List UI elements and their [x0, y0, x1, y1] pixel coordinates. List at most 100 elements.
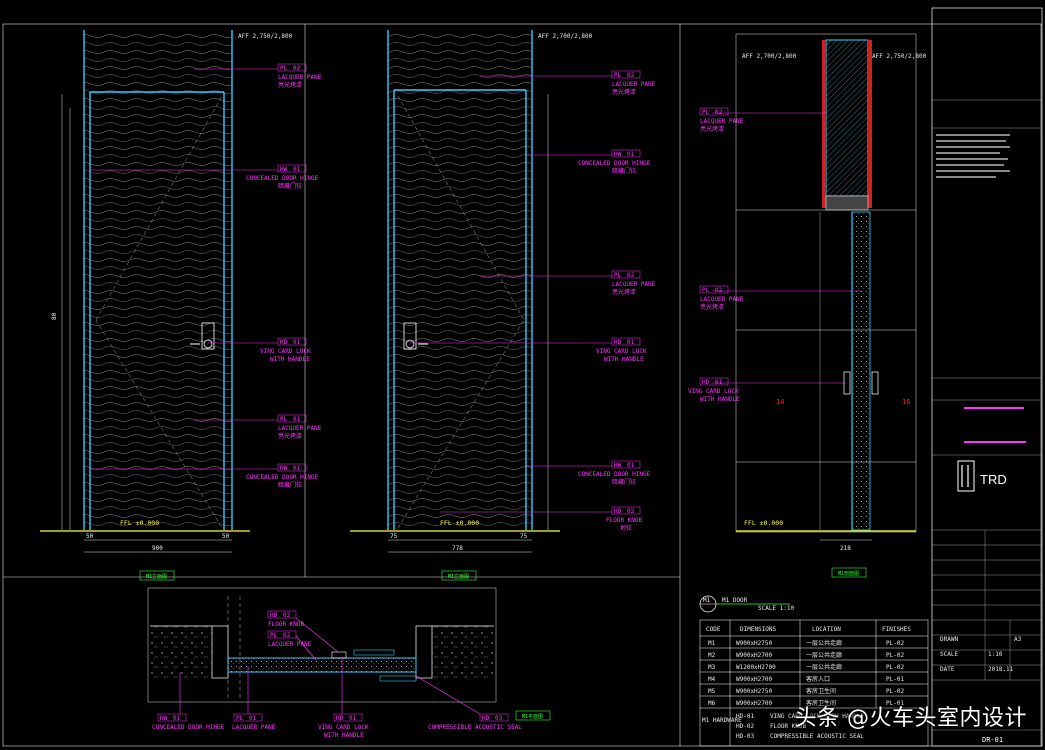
svg-text:亮光烤漆: 亮光烤漆	[700, 125, 724, 133]
callout-plan-0: HW 01 CONCEALED DOOR HINGE	[152, 672, 225, 731]
svg-text:01: 01	[627, 151, 635, 158]
hardware-row: HD-02 FLOOR KNOB	[736, 723, 807, 730]
svg-text:LACQUER PANE: LACQUER PANE	[700, 296, 744, 303]
view-title-right: M1剖面图	[838, 570, 859, 577]
schedule-row: M2 W900xH2700 一层公共走廊 PL-02	[708, 651, 904, 659]
callout-mid-1: HW 01 CONCEALED DOOR HINGE 暗藏门铰	[526, 149, 651, 175]
tb-drawn-label: DRAWN	[940, 636, 958, 643]
svg-text:M3: M3	[708, 664, 716, 671]
svg-text:PL: PL	[280, 65, 288, 72]
schedule-badge: M1	[703, 597, 711, 604]
svg-text:01: 01	[715, 379, 723, 386]
svg-text:暗藏门铰: 暗藏门铰	[612, 167, 636, 175]
svg-text:客房入口: 客房入口	[806, 675, 830, 683]
svg-text:03: 03	[495, 715, 503, 722]
section-marker-left: 14	[776, 398, 784, 406]
svg-text:W900xH2700: W900xH2700	[736, 676, 773, 683]
drawing-frame	[2, 23, 1042, 747]
svg-text:地铰: 地铰	[620, 524, 632, 532]
left-elevation: FFL ±0.000 AFF 2,750/2,800 900 50 50 80	[40, 30, 293, 553]
middle-aff-label: AFF 2,700/2,800	[538, 33, 593, 40]
callout-right-0: PL 02 LACQUER PANE 亮光烤漆	[699, 107, 826, 133]
svg-text:PL-02: PL-02	[886, 652, 904, 659]
schedule-scale: SCALE 1:10	[758, 605, 795, 612]
view-title-middle: M1立面图	[448, 573, 469, 580]
left-dim-a: 50	[86, 533, 94, 540]
svg-text:01: 01	[627, 339, 635, 346]
svg-text:FLOOR KNOB: FLOOR KNOB	[606, 517, 643, 524]
svg-text:HD: HD	[614, 508, 622, 515]
svg-text:WITH HANDLE: WITH HANDLE	[604, 356, 644, 363]
svg-text:PL-02: PL-02	[886, 664, 904, 671]
svg-text:HW: HW	[614, 151, 622, 158]
title-block: TRD SCALE 1:10 DATE 2018.11 DRAWN A3 DR-…	[931, 7, 1043, 747]
svg-text:CONCEALED DOOR HINGE: CONCEALED DOOR HINGE	[578, 160, 651, 167]
tb-drawn-value: A3	[1014, 636, 1022, 643]
svg-text:LACQUER PANE: LACQUER PANE	[232, 724, 276, 731]
middle-dim-a: 75	[390, 533, 398, 540]
view-title-left: M1立面图	[146, 573, 167, 580]
svg-text:CONCEALED DOOR HINGE: CONCEALED DOOR HINGE	[246, 474, 319, 481]
schedule-row: M3 W1200xH2700 一层公共走廊 PL-02	[708, 663, 904, 671]
svg-text:PL-02: PL-02	[886, 640, 904, 647]
svg-text:LACQUER PANE: LACQUER PANE	[700, 118, 744, 125]
svg-text:FLOOR KNOB: FLOOR KNOB	[268, 621, 305, 628]
sheet-number: DR-01	[982, 736, 1003, 744]
schedule-hardware-label: M1 HARDWARE	[702, 717, 742, 724]
schedule-header-code: CODE	[706, 626, 721, 633]
svg-text:PL: PL	[236, 715, 244, 722]
svg-text:亮光烤漆: 亮光烤漆	[612, 288, 636, 296]
svg-text:PL-01: PL-01	[886, 700, 904, 707]
callout-plan-5: PL 02 LACQUER PANE	[267, 630, 317, 661]
svg-text:亮光烤漆: 亮光烤漆	[612, 88, 636, 96]
svg-text:COMPRESSIBLE ACOUSTIC SEAL: COMPRESSIBLE ACOUSTIC SEAL	[770, 733, 864, 740]
left-aff-label: AFF 2,750/2,800	[238, 33, 293, 40]
svg-text:W900xH2700: W900xH2700	[736, 700, 773, 707]
svg-text:VING CARD LOCK WITH HANDLE: VING CARD LOCK WITH HANDLE	[770, 713, 864, 720]
callout-right-2: HD 01 VING CARD LOCK WITH HANDLE	[688, 377, 846, 403]
svg-text:PL: PL	[614, 72, 622, 79]
left-height-dim: 80	[51, 312, 58, 320]
svg-text:CONCEALED DOOR HINGE: CONCEALED DOOR HINGE	[152, 724, 225, 731]
svg-text:HD-03: HD-03	[736, 733, 754, 740]
svg-text:CONCEALED DOOR HINGE: CONCEALED DOOR HINGE	[246, 175, 319, 182]
callout-mid-3: HD 01 VING CARD LOCK WITH HANDLE	[410, 337, 647, 363]
svg-text:M1: M1	[708, 640, 716, 647]
svg-text:CONCEALED DOOR HINGE: CONCEALED DOOR HINGE	[578, 471, 651, 478]
schedule-row: M4 W900xH2700 客房入口 PL-01	[708, 675, 904, 683]
callout-mid-0: PL 02 LACQUER PANE 亮光烤漆	[480, 70, 656, 96]
svg-text:LACQUER PANE: LACQUER PANE	[612, 81, 656, 88]
middle-callouts: PL 02 LACQUER PANE 亮光烤漆 HW 01 CONCEALED …	[410, 70, 656, 532]
svg-text:LACQUER PANE: LACQUER PANE	[278, 425, 322, 432]
callout-plan-3: HD 03 COMPRESSIBLE ACOUSTIC SEAL	[415, 675, 522, 731]
schedule-row: M5 W900xH2750 客房卫生间 PL-02	[708, 687, 904, 695]
left-ffl-label: FFL ±0.000	[120, 519, 159, 527]
callout-left-3: PL 01 LACQUER PANE 亮光烤漆	[194, 414, 322, 440]
right-callouts: PL 02 LACQUER PANE 亮光烤漆 PL 02 LACQUER PA…	[688, 107, 862, 403]
callout-left-4: HW 01 CONCEALED DOOR HINGE 暗藏门铰	[90, 463, 319, 489]
svg-text:02: 02	[627, 508, 635, 515]
svg-text:M2: M2	[708, 652, 716, 659]
right-ffl-label: FFL ±0.000	[744, 519, 783, 527]
svg-text:一层公共走廊: 一层公共走廊	[806, 639, 842, 647]
schedule-row: M6 W900xH2700 客房卫生间 PL-01	[708, 699, 904, 707]
svg-text:WITH HANDLE: WITH HANDLE	[700, 396, 740, 403]
callout-left-0: PL 02 LACQUER PANE 亮光烤漆	[194, 63, 322, 89]
svg-text:VING CARD LOCK: VING CARD LOCK	[688, 388, 739, 395]
tb-scale-value: 1:10	[988, 651, 1003, 658]
middle-width-dim: 778	[452, 545, 463, 552]
svg-text:01: 01	[293, 465, 301, 472]
title-block-notes	[936, 134, 1026, 443]
svg-text:02: 02	[293, 65, 301, 72]
svg-text:客房卫生间: 客房卫生间	[806, 687, 836, 695]
svg-text:COMPRESSIBLE ACOUSTIC SEAL: COMPRESSIBLE ACOUSTIC SEAL	[428, 724, 522, 731]
svg-text:HD: HD	[270, 612, 278, 619]
schedule-header-dim: DIMENSIONS	[740, 626, 777, 633]
svg-text:02: 02	[715, 109, 723, 116]
middle-elevation: FFL ±0.000 AFF 2,700/2,800 778 75 75	[350, 30, 593, 553]
svg-text:PL: PL	[614, 272, 622, 279]
svg-text:暗藏门铰: 暗藏门铰	[278, 481, 302, 489]
svg-text:亮光烤漆: 亮光烤漆	[278, 81, 302, 89]
svg-text:FLOOR KNOB: FLOOR KNOB	[770, 723, 807, 730]
